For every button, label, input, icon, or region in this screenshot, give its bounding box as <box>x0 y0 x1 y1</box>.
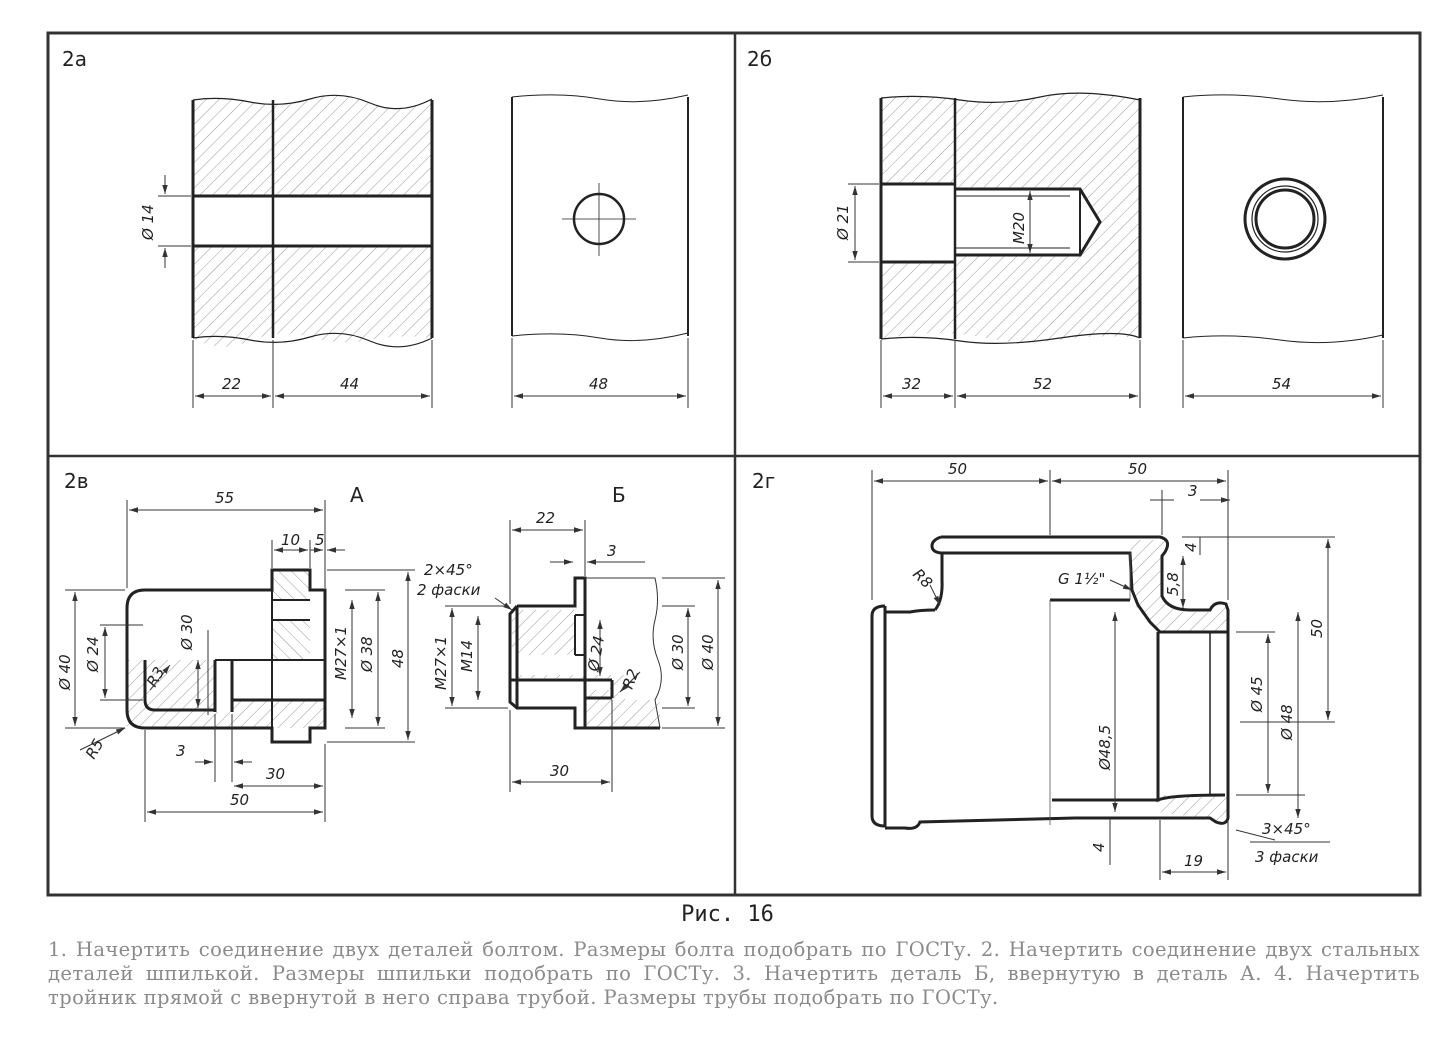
dim-2b-m20: M20 <box>1010 212 1028 244</box>
panel-label-2g: 2г <box>752 469 775 493</box>
dim-2v-w55: 55 <box>215 489 234 507</box>
dim-2v-d30: Ø 30 <box>178 614 196 651</box>
dim-2g-h50: 50 <box>1308 619 1326 638</box>
dim-2g-w50b: 50 <box>1128 460 1147 478</box>
dim-2v-chamfer-note: 2 фаски <box>417 581 481 599</box>
dim-2a-w22: 22 <box>222 375 241 393</box>
dim-2g-h58: 5,8 <box>1164 572 1182 596</box>
section-2b <box>879 92 1142 344</box>
view-2a <box>511 94 689 342</box>
dim-2v-chamfer: 2×45° <box>424 561 473 579</box>
dim-2v-w3: 3 <box>176 742 186 760</box>
dim-2v-m27x1: M27×1 <box>332 626 350 680</box>
dim-2v-r5: R5 <box>82 736 108 762</box>
dim-2g-w3: 3 <box>1188 482 1198 500</box>
panel-2v: А Б <box>56 483 725 822</box>
dim-2g-h4a: 4 <box>1182 542 1200 552</box>
part-b <box>508 576 662 730</box>
dim-2v-bd40: Ø 40 <box>699 634 717 671</box>
dim-2v-w5: 5 <box>315 531 325 549</box>
dim-2g-w19: 19 <box>1184 852 1203 870</box>
dim-2v-br2: R2 <box>619 666 643 691</box>
task-description: 1. Начертить соединение двух деталей бол… <box>48 938 1420 1009</box>
dim-2g-d485: Ø48,5 <box>1096 725 1114 771</box>
panel-2b: 32 52 54 Ø 21 M20 <box>834 92 1384 408</box>
dim-2g-h4b: 4 <box>1090 842 1108 852</box>
panel-label-2b: 2б <box>747 47 772 71</box>
dim-2a-w44: 44 <box>340 375 359 393</box>
part-label-a: А <box>350 483 364 507</box>
dim-2v-h48: 48 <box>389 649 407 668</box>
dim-2v-w30: 30 <box>266 765 285 783</box>
dim-2v-w10: 10 <box>281 531 300 549</box>
tee-fitting <box>870 535 1230 830</box>
dim-2v-d24: Ø 24 <box>84 636 102 673</box>
panel-2a: 22 44 48 Ø 14 <box>139 94 689 408</box>
section-2a <box>191 94 434 348</box>
part-a <box>125 568 327 744</box>
dim-2v-b30: 30 <box>550 762 569 780</box>
dim-2g-chamfer-note: 3 фаски <box>1255 848 1319 866</box>
dims-2g <box>871 470 1335 880</box>
dim-2a-w48: 48 <box>589 375 608 393</box>
dims-2v <box>65 500 725 822</box>
dim-2v-bm27: M27×1 <box>432 636 450 690</box>
view-2b <box>1182 94 1384 344</box>
dims-2b <box>848 183 1384 408</box>
panel-2g: 50 50 3 4 G 1½" 5,8 R8 50 Ø48,5 Ø 45 Ø 4… <box>870 460 1335 880</box>
panel-label-2v: 2в <box>64 469 89 493</box>
dim-2b-d21: Ø 21 <box>834 204 852 241</box>
dim-2b-w52: 52 <box>1033 375 1052 393</box>
dims-2a <box>158 175 689 408</box>
dim-2g-thread: G 1½" <box>1058 570 1105 588</box>
dim-2a-d14: Ø 14 <box>139 204 157 241</box>
dim-2v-bm14: M14 <box>458 640 476 672</box>
dim-2v-bd30: Ø 30 <box>669 634 687 671</box>
dim-2g-chamfer: 3×45° <box>1262 820 1311 838</box>
panel-label-2a: 2а <box>62 47 87 71</box>
frame <box>46 31 1422 897</box>
dim-2v-b22: 22 <box>536 509 555 527</box>
dim-2b-w54: 54 <box>1272 375 1291 393</box>
dim-2v-d40: Ø 40 <box>56 654 74 691</box>
figure-caption: Рис. 16 <box>681 902 774 927</box>
dim-2v-bd24: Ø 24 <box>584 634 608 673</box>
dim-2b-w32: 32 <box>902 375 921 393</box>
dim-2v-w50: 50 <box>230 791 249 809</box>
dim-2v-b3: 3 <box>607 542 617 560</box>
dim-2g-w50a: 50 <box>948 460 967 478</box>
part-label-b: Б <box>612 483 626 507</box>
dim-2v-d38: Ø 38 <box>358 636 376 673</box>
dim-2g-d48: Ø 48 <box>1278 704 1296 741</box>
dim-2g-d45: Ø 45 <box>1248 676 1266 713</box>
